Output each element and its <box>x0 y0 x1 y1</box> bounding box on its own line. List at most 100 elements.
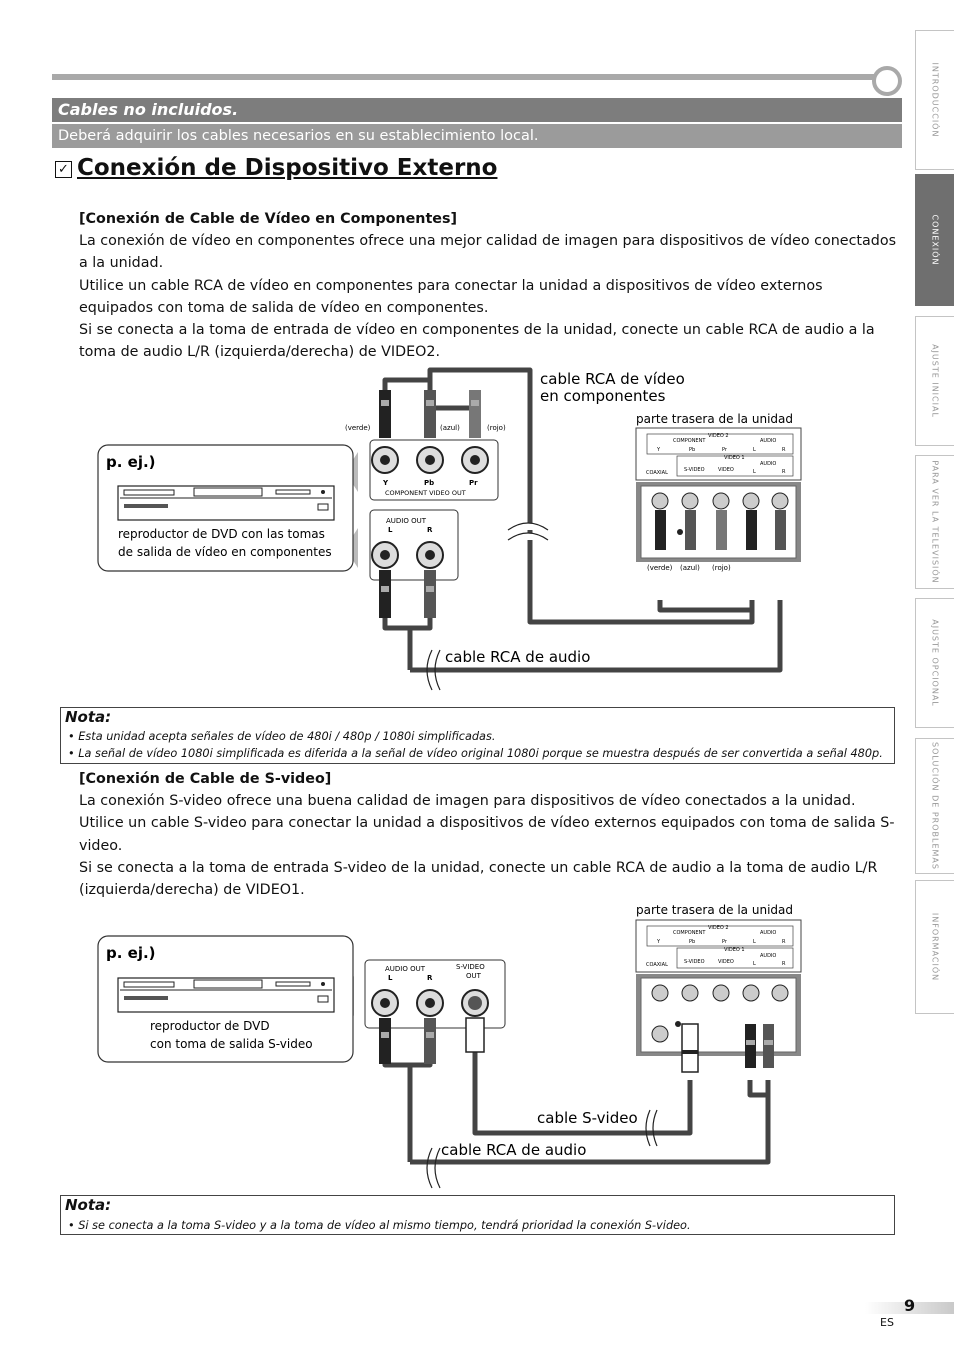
svideo-dvd-jacks <box>371 989 489 1017</box>
svg-text:L: L <box>753 447 756 453</box>
label-rojo-top: (rojo) <box>487 424 506 432</box>
svg-text:COAXIAL: COAXIAL <box>646 470 668 476</box>
audio-out-label: AUDIO OUT <box>386 517 427 525</box>
svg-text:AUDIO: AUDIO <box>760 953 776 959</box>
section-svideo-heading: [Conexión de Cable de S-video] <box>79 771 332 787</box>
tab-ajuste-inicial[interactable]: AJUSTE INICIAL <box>915 316 954 446</box>
audio-cable-label-2: cable RCA de audio <box>441 1141 586 1159</box>
component-plugs <box>379 390 481 438</box>
svg-text:Pr: Pr <box>722 447 728 453</box>
section-component: [Conexión de Cable de Vídeo en Component… <box>79 208 899 363</box>
device-caption-1: reproductor de DVD con las tomas <box>118 527 325 541</box>
audio-cable-wire-2c <box>410 1080 771 1165</box>
jack-label-pr: Pr <box>469 479 478 487</box>
svg-text:R: R <box>782 939 786 945</box>
audio-cable-wire-c <box>410 600 783 673</box>
component-cable-wire-d <box>657 600 752 613</box>
section-component-p1: La conexión de vídeo en componentes ofre… <box>79 233 897 272</box>
svg-text:Pr: Pr <box>722 939 728 945</box>
tab-conexion[interactable]: CONEXIÓN <box>915 174 954 306</box>
rear-label-2: parte trasera de la unidad <box>636 903 793 917</box>
component-video-out-label: COMPONENT VIDEO OUT <box>385 489 466 497</box>
svideo-connection-diagram: AUDIO OUT L R S-VIDEO OUT p. ej.) reprod… <box>97 903 802 1189</box>
svg-text:COAXIAL: COAXIAL <box>646 962 668 968</box>
tab-informacion[interactable]: INFORMACIÓN <box>915 880 954 1014</box>
svg-text:COMPONENT: COMPONENT <box>673 438 706 444</box>
audio-label-r-2: R <box>427 974 433 982</box>
section-component-p3: Si se conecta a la toma de entrada de ví… <box>79 322 875 361</box>
tab-introduccion[interactable]: INTRODUCCIÓN <box>915 30 954 170</box>
tab-ajuste-opcional[interactable]: AJUSTE OPCIONAL <box>915 598 954 728</box>
label-rojo-panel: (rojo) <box>712 564 731 572</box>
audio-cable-label: cable RCA de audio <box>445 648 590 666</box>
svg-text:L: L <box>753 961 756 967</box>
section-component-heading: [Conexión de Cable de Vídeo en Component… <box>79 211 458 227</box>
section-svideo-p1: La conexión S-video ofrece una buena cal… <box>79 793 856 810</box>
component-cable-label-1: cable RCA de vídeo <box>540 370 685 388</box>
svg-text:COMPONENT: COMPONENT <box>673 930 706 936</box>
svg-text:VIDEO 1: VIDEO 1 <box>724 947 745 953</box>
section-svideo: [Conexión de Cable de S-video] La conexi… <box>79 768 899 901</box>
dvd-player-icon <box>117 485 335 521</box>
svg-text:VIDEO 2: VIDEO 2 <box>708 433 729 439</box>
cable-break-mark <box>507 522 549 541</box>
note-1-heading: Nota: <box>65 708 112 726</box>
audio-out-label-2: AUDIO OUT <box>385 965 426 973</box>
dvd-player-icon-2 <box>117 977 335 1013</box>
component-cable-wire-c <box>430 395 478 411</box>
component-cable-wire-a <box>382 377 433 395</box>
svideo-out-label-2: OUT <box>466 972 482 980</box>
svg-text:VIDEO: VIDEO <box>718 959 734 965</box>
audio-label-l: L <box>388 526 393 534</box>
cables-banner-text: Deberá adquirir los cables necesarios en… <box>52 124 902 148</box>
note-2-heading: Nota: <box>65 1196 112 1214</box>
device-caption-2-1: reproductor de DVD <box>150 1019 270 1033</box>
tab-solucion-de-problemas[interactable]: SOLUCIÓN DE PROBLEMAS <box>915 738 954 874</box>
svg-text:VIDEO: VIDEO <box>718 467 734 473</box>
section-svideo-p2: Utilice un cable S-video para conectar l… <box>79 815 895 854</box>
example-label-2: p. ej.) <box>106 944 156 962</box>
page-number-bar <box>865 1302 954 1314</box>
unit-rear-panel: VIDEO 2 COMPONENT AUDIO Y Pb Pr L R VIDE… <box>635 427 802 562</box>
jack-label-pb: Pb <box>424 479 434 487</box>
svg-text:Y: Y <box>656 939 661 945</box>
device-caption-2-2: con toma de salida S-video <box>150 1037 313 1051</box>
example-label: p. ej.) <box>106 453 156 471</box>
page-title-text: Conexión de Dispositivo Externo <box>77 155 498 181</box>
cable-break-mark-svideo <box>645 1109 658 1147</box>
svideo-out-label-1: S-VIDEO <box>456 963 485 971</box>
audio-cable-wire-2d <box>747 1080 768 1098</box>
svg-text:VIDEO 1: VIDEO 1 <box>724 455 745 461</box>
device-caption-2: de salida de vídeo en componentes <box>118 545 332 559</box>
label-verde-top: (verde) <box>345 424 371 432</box>
audio-label-r: R <box>427 526 433 534</box>
tab-para-ver-la-television[interactable]: PARA VER LA TELEVISIÓN <box>915 455 954 589</box>
svg-text:AUDIO: AUDIO <box>760 461 776 467</box>
label-azul-panel: (azul) <box>680 564 700 572</box>
header-rule <box>52 74 882 80</box>
cable-break-mark-audio-2 <box>426 1147 441 1189</box>
component-cable-label-2: en componentes <box>540 387 666 405</box>
svg-text:R: R <box>782 961 786 967</box>
audio-cable-wire-2a <box>382 1050 413 1162</box>
audio-label-l-2: L <box>388 974 393 982</box>
svg-text:L: L <box>753 469 756 475</box>
checkbox-icon: ✓ <box>55 161 72 178</box>
svg-text:AUDIO: AUDIO <box>760 438 776 444</box>
note-box-2: Nota: • Si se conecta a la toma S-video … <box>60 1195 895 1235</box>
svideo-cable-label: cable S-video <box>537 1109 638 1127</box>
note-box-1: Nota: • Esta unidad acepta señales de ví… <box>60 707 895 764</box>
svideo-dvd-plugs <box>379 1017 485 1064</box>
label-azul-top: (azul) <box>440 424 460 432</box>
svg-text:S-VIDEO: S-VIDEO <box>684 959 705 965</box>
cable-break-mark-audio <box>426 649 441 691</box>
audio-cable-wire-a <box>382 615 413 670</box>
component-connection-diagram: (verde) (azul) (rojo) Y Pb Pr COMPONENT … <box>97 367 802 691</box>
page-title: ✓ Conexión de Dispositivo Externo <box>55 155 497 181</box>
audio-plugs <box>379 570 436 618</box>
svg-text:Pb: Pb <box>689 939 695 945</box>
svg-text:L: L <box>753 939 756 945</box>
jack-label-y: Y <box>382 479 389 487</box>
label-verde-panel: (verde) <box>647 564 673 572</box>
component-cable-wire-b <box>427 367 755 625</box>
